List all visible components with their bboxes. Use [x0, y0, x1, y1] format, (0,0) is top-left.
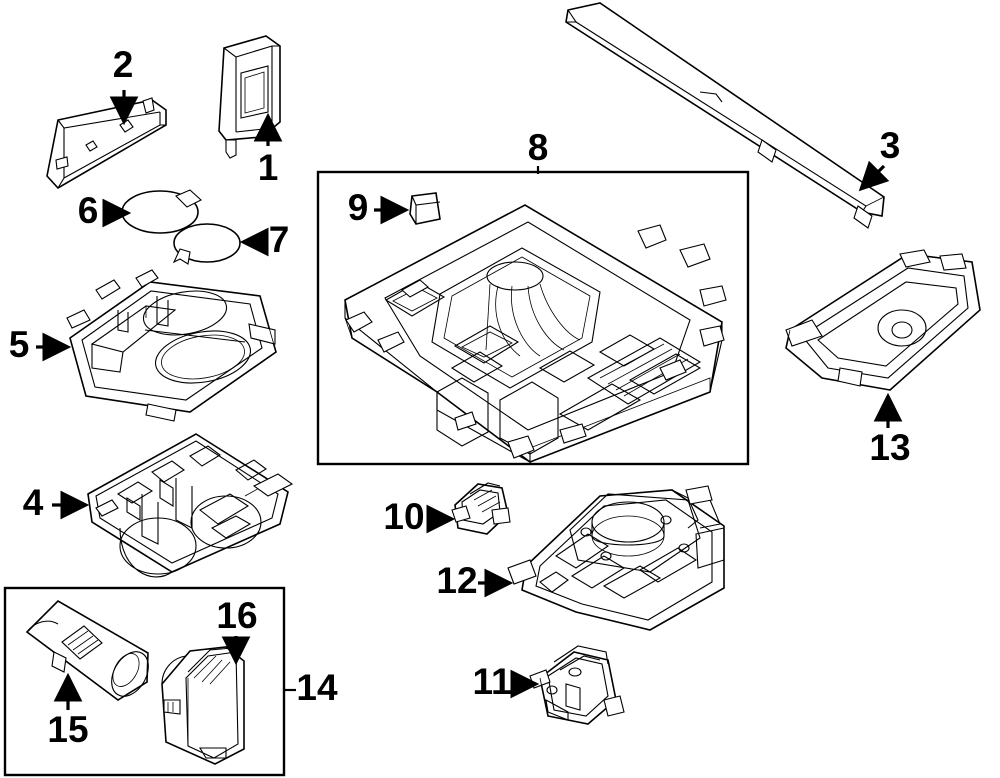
callout-label-13: 13 — [869, 427, 910, 468]
callout-label-5: 5 — [9, 324, 30, 365]
part-power-outlet-socket — [161, 646, 245, 765]
part-cup-holder-lower-housing — [87, 433, 294, 578]
part-console-panel-insert — [218, 35, 281, 159]
callout-label-7: 7 — [269, 219, 290, 260]
part-switch-button-module — [451, 482, 511, 535]
part-rotary-controller-module — [507, 485, 725, 631]
leader-3 — [858, 160, 890, 192]
part-console-long-trim-strip — [565, 2, 885, 229]
part-shifter-knob-cap — [409, 192, 441, 225]
group-box-14 — [3, 586, 286, 777]
callout-label-14: 14 — [296, 667, 338, 708]
part-oval-cap-small — [172, 223, 241, 265]
part-cup-holder-upper-insert — [66, 269, 277, 422]
callout-label-6: 6 — [78, 190, 99, 231]
callout-label-2: 2 — [113, 44, 134, 85]
callout-label-10: 10 — [383, 496, 424, 537]
part-auxiliary-switch-module — [529, 645, 625, 725]
part-console-side-trim — [46, 97, 167, 190]
callout-label-16: 16 — [216, 595, 257, 636]
callout-label-4: 4 — [23, 482, 44, 523]
callout-label-9: 9 — [348, 187, 369, 228]
group-box-8 — [316, 170, 750, 466]
callout-label-3: 3 — [880, 125, 901, 166]
callout-label-12: 12 — [436, 560, 477, 601]
callout-label-1: 1 — [258, 147, 279, 188]
callout-label-11: 11 — [472, 661, 511, 702]
part-center-console-bezel-assembly — [344, 204, 727, 463]
part-console-storage-tray — [785, 249, 981, 391]
callout-label-8: 8 — [528, 127, 549, 168]
callout-label-15: 15 — [47, 709, 88, 750]
part-cigar-lighter-element — [25, 600, 149, 701]
